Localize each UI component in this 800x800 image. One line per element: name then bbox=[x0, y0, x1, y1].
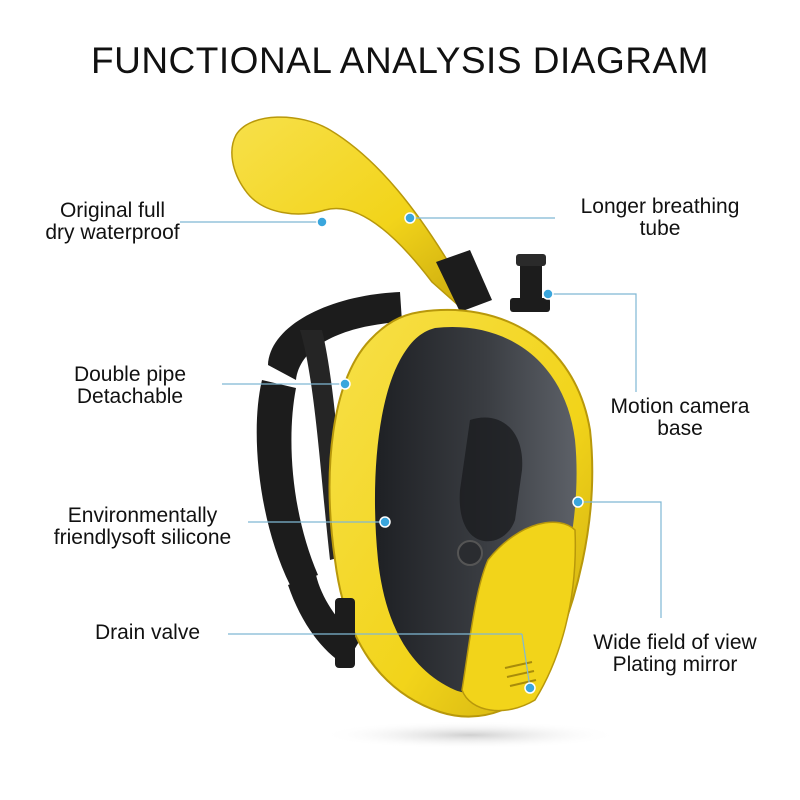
label-drain-valve: Drain valve bbox=[94, 621, 201, 644]
snorkel-tube bbox=[231, 116, 492, 312]
dot-original-full bbox=[316, 216, 328, 228]
camera-mount bbox=[510, 254, 550, 312]
strap-buckle bbox=[335, 598, 355, 668]
label-field-of-view: Wide field of view Plating mirror bbox=[593, 631, 757, 676]
ground-shadow bbox=[320, 721, 620, 749]
dot-field-of-view bbox=[572, 496, 584, 508]
dot-silicone bbox=[379, 516, 391, 528]
dot-drain-valve bbox=[524, 682, 536, 694]
label-double-pipe: Double pipe Detachable bbox=[73, 363, 187, 408]
dot-double-pipe bbox=[339, 378, 351, 390]
mask-chin bbox=[461, 521, 577, 712]
label-silicone: Environmentally friendlysoft silicone bbox=[53, 504, 232, 549]
label-breathing-tube: Longer breathing tube bbox=[580, 195, 740, 240]
dot-camera-base bbox=[542, 288, 554, 300]
callout-line-field-of-view bbox=[578, 501, 662, 618]
drain-valve-grill bbox=[504, 661, 537, 687]
dot-breathing-tube bbox=[404, 212, 416, 224]
callout-line-camera-base bbox=[548, 293, 637, 392]
page-title: FUNCTIONAL ANALYSIS DIAGRAM bbox=[91, 40, 709, 81]
inner-valve-icon bbox=[457, 540, 483, 566]
nose-guard bbox=[459, 417, 523, 542]
label-original-full: Original full dry waterproof bbox=[45, 199, 180, 244]
callout-dots bbox=[316, 212, 584, 694]
label-camera-base: Motion camera base bbox=[610, 395, 750, 440]
callout-line-drain-valve-drop bbox=[521, 633, 531, 689]
callout-lines bbox=[180, 217, 662, 689]
